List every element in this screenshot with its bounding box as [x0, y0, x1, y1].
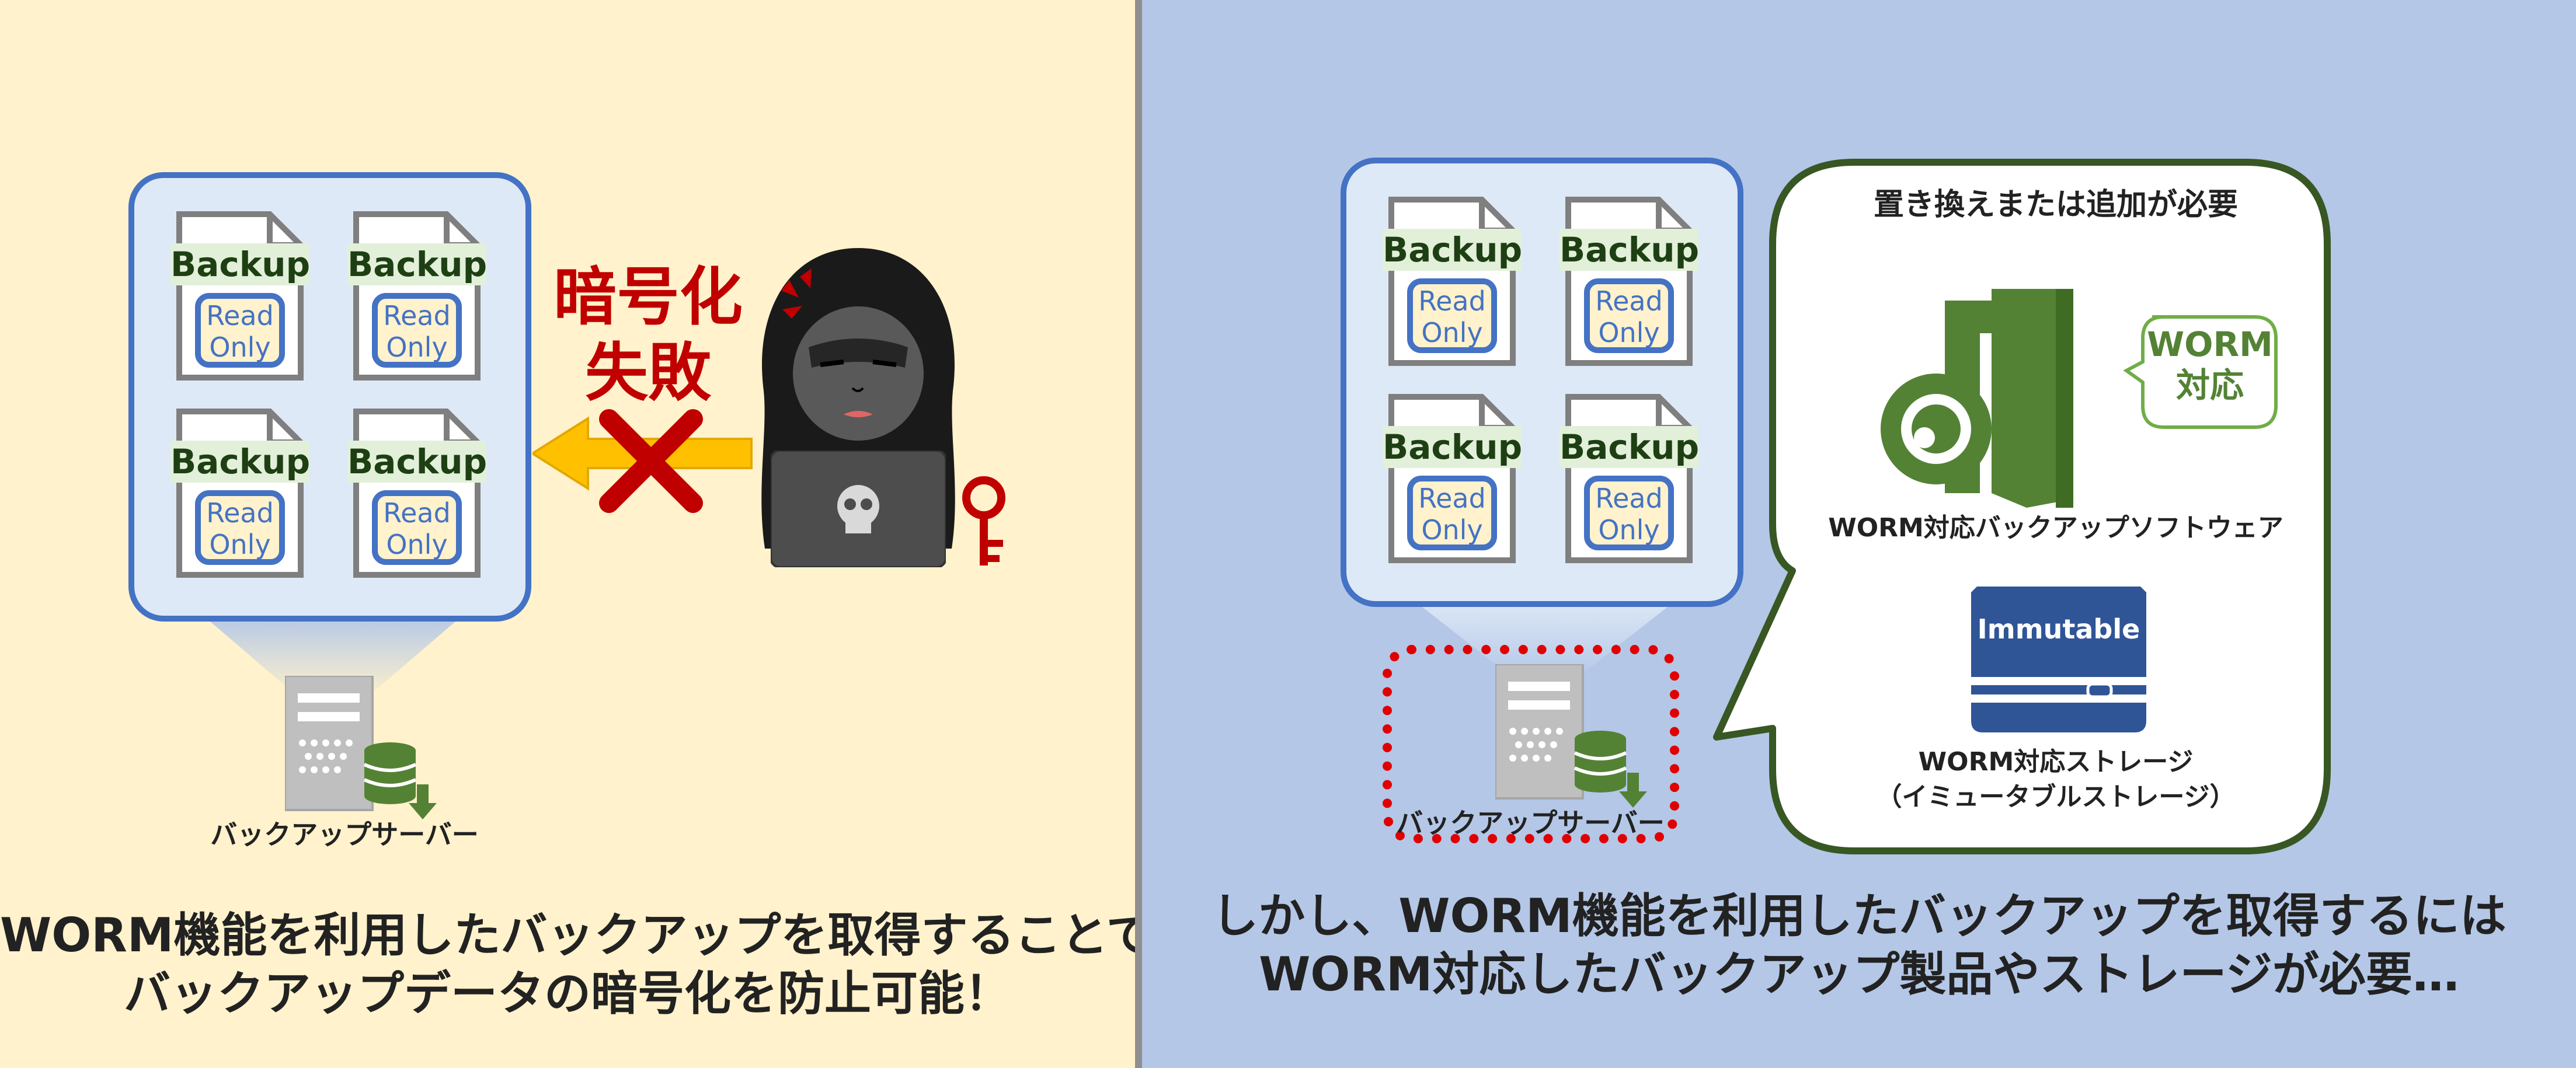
server-icon: [1495, 664, 1584, 800]
only-text: Only: [1421, 514, 1483, 546]
key-icon: [962, 476, 1005, 566]
right-caption-line2: WORM対応したバックアップ製品やストレージが必要…: [1259, 947, 2459, 1001]
only-text: Only: [1598, 514, 1660, 546]
panel-divider: [1135, 0, 1142, 1068]
immutable-label: Immutable: [1977, 613, 2140, 645]
left-caption-line1: WORM機能を利用したバックアップを取得することで: [0, 908, 1154, 962]
backup-label: Backup: [347, 441, 488, 483]
read-text: Read: [1418, 483, 1486, 514]
server-highlight: [1383, 645, 1679, 843]
immutable-storage-icon: [1963, 587, 2154, 732]
only-text: Only: [1421, 317, 1483, 348]
backup-label: Backup: [1559, 229, 1700, 271]
backup-label: Backup: [1383, 426, 1523, 468]
worm-badge-line2: 対応: [2175, 365, 2244, 405]
server-label-left: バックアップサーバー: [210, 819, 479, 850]
read-text: Read: [206, 300, 274, 331]
backup-label: Backup: [170, 441, 311, 483]
only-text: Only: [386, 529, 448, 560]
laptop-skull-icon: [771, 451, 946, 567]
software-label: WORM対応バックアップソフトウェア: [1828, 513, 2283, 543]
backup-label: Backup: [170, 243, 311, 285]
worm-software-icon: [1881, 289, 2073, 508]
database-download-icon: [363, 742, 437, 819]
fail-text-line2: 失敗: [584, 337, 711, 410]
bubble-title: 置き換えまたは追加が必要: [1873, 187, 2238, 222]
only-text: Only: [1598, 317, 1660, 348]
read-text: Read: [206, 497, 274, 529]
read-text: Read: [1595, 483, 1663, 514]
worm-badge-text: WORM 対応: [2143, 324, 2277, 406]
projection-beam: [1422, 607, 1668, 671]
backup-label: Backup: [347, 243, 488, 285]
storage-label-line1: WORM対応ストレージ: [1918, 747, 2194, 777]
cross-icon: [599, 409, 703, 513]
only-text: Only: [209, 529, 271, 560]
fail-text-line1: 暗号化: [553, 261, 743, 334]
right-caption-line1: しかし、WORM機能を利用したバックアップを取得するには: [1212, 889, 2507, 943]
only-text: Only: [386, 331, 448, 363]
backup-label: Backup: [1559, 426, 1700, 468]
server-icon: [285, 676, 374, 811]
read-text: Read: [1418, 285, 1486, 317]
database-download-icon: [1574, 731, 1647, 808]
read-text: Read: [383, 300, 451, 331]
read-text: Read: [383, 497, 451, 529]
left-caption-line2: バックアップデータの暗号化を防止可能！: [124, 966, 1011, 1021]
server-label-right: バックアップサーバー: [1396, 807, 1665, 839]
only-text: Only: [209, 331, 271, 363]
storage-label-line2: （イミュータブルストレージ）: [1876, 782, 2236, 812]
read-text: Read: [1595, 285, 1663, 317]
projection-beam: [210, 622, 455, 692]
worm-badge-bubble: [2123, 315, 2278, 429]
backup-label: Backup: [1383, 229, 1523, 271]
worm-badge-line1: WORM: [2147, 324, 2273, 364]
